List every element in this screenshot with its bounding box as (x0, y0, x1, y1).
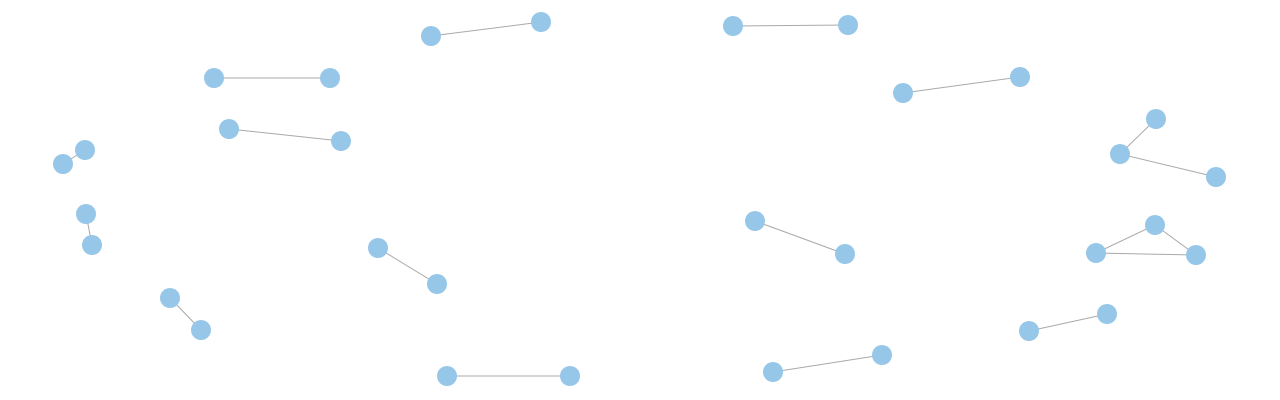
graph-node[interactable] (53, 154, 73, 174)
graph-node[interactable] (191, 320, 211, 340)
graph-edge (772, 354, 883, 373)
edge-layer (62, 21, 1217, 377)
graph-node[interactable] (723, 16, 743, 36)
graph-node[interactable] (427, 274, 447, 294)
graph-node[interactable] (76, 204, 96, 224)
graph-edge (1095, 252, 1197, 256)
node-layer (53, 12, 1226, 386)
graph-node[interactable] (531, 12, 551, 32)
graph-node[interactable] (893, 83, 913, 103)
graph-node[interactable] (1146, 109, 1166, 129)
graph-node[interactable] (872, 345, 892, 365)
graph-node[interactable] (1097, 304, 1117, 324)
graph-node[interactable] (1086, 243, 1106, 263)
graph-node[interactable] (331, 131, 351, 151)
graph-node[interactable] (1206, 167, 1226, 187)
graph-node[interactable] (219, 119, 239, 139)
graph-edge (754, 220, 846, 255)
graph-node[interactable] (204, 68, 224, 88)
graph-edge (228, 128, 342, 142)
graph-node[interactable] (838, 15, 858, 35)
graph-edge (430, 21, 542, 37)
graph-node[interactable] (82, 235, 102, 255)
graph-edge (377, 247, 438, 285)
graph-node[interactable] (437, 366, 457, 386)
graph-node[interactable] (320, 68, 340, 88)
graph-node[interactable] (368, 238, 388, 258)
graph-node[interactable] (1145, 215, 1165, 235)
graph-node[interactable] (835, 244, 855, 264)
graph-node[interactable] (160, 288, 180, 308)
graph-node[interactable] (421, 26, 441, 46)
graph-node[interactable] (745, 211, 765, 231)
graph-node[interactable] (560, 366, 580, 386)
graph-node[interactable] (1186, 245, 1206, 265)
graph-edge (1095, 224, 1156, 254)
graph-edge (1119, 153, 1217, 178)
graph-node[interactable] (75, 140, 95, 160)
graph-edge (732, 24, 849, 27)
graph-node[interactable] (763, 362, 783, 382)
graph-node[interactable] (1110, 144, 1130, 164)
graph-node[interactable] (1010, 67, 1030, 87)
graph-edge (902, 76, 1021, 94)
graph-edge (1028, 313, 1108, 332)
graph-node[interactable] (1019, 321, 1039, 341)
